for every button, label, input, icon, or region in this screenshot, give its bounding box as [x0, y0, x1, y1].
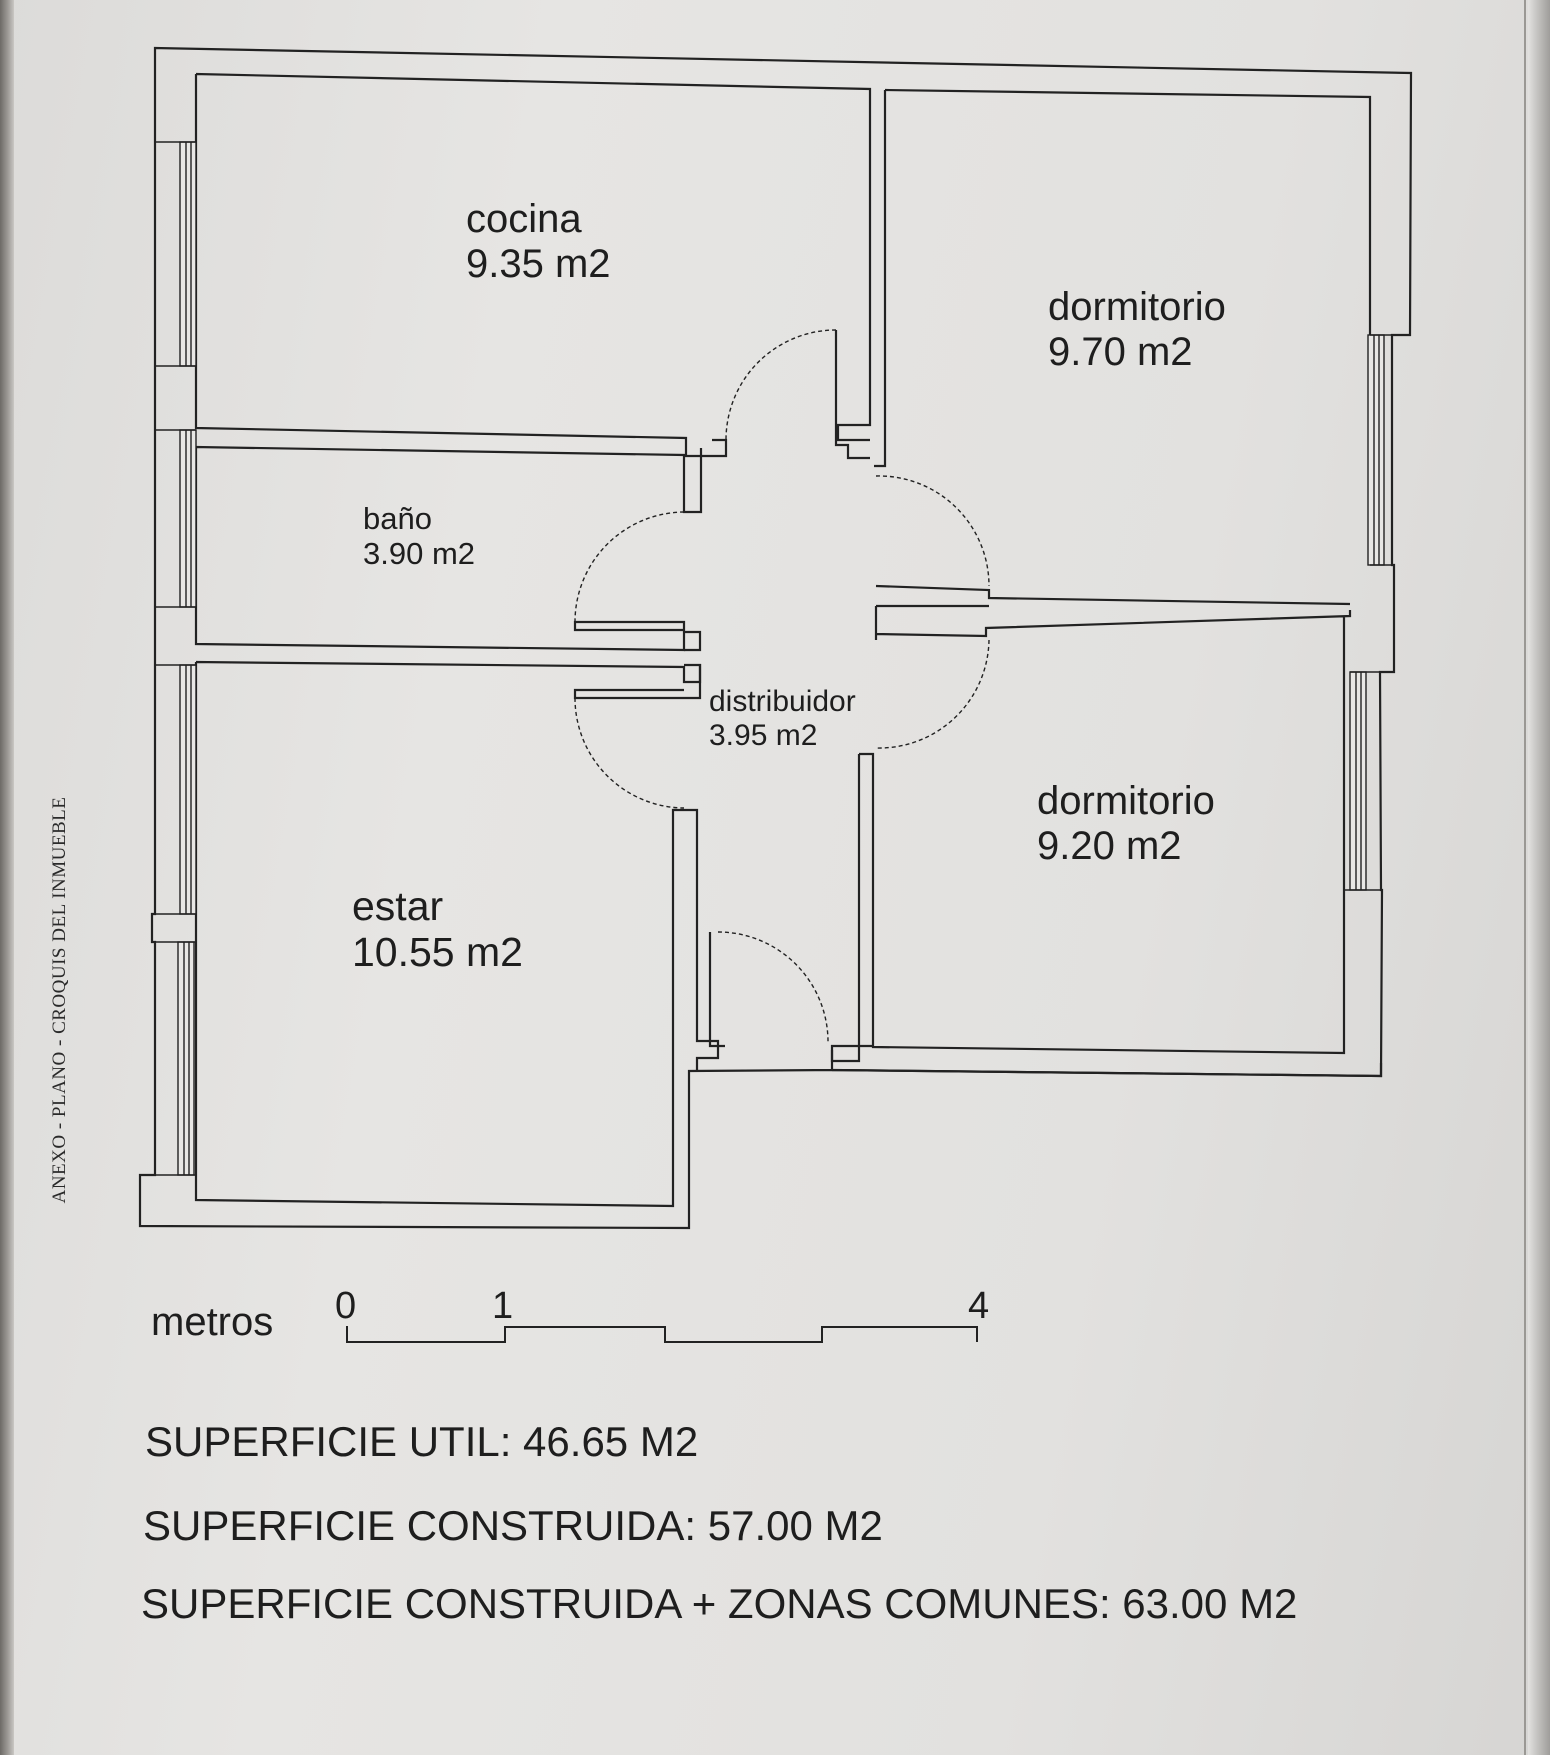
estar-walls	[194, 660, 720, 1208]
room-name: baño	[363, 501, 432, 536]
window-bano	[179, 429, 197, 608]
cocina-door-jamb	[834, 330, 870, 460]
estar-door-swing-upper	[574, 697, 685, 809]
room-label-dormitorio-2: dormitorio 9.20 m2	[1037, 779, 1215, 869]
room-label-distribuidor: distribuidor 3.95 m2	[709, 685, 856, 752]
room-name: distribuidor	[709, 685, 856, 718]
room-area: 9.70 m2	[1048, 329, 1193, 374]
bano-door-swing	[574, 511, 685, 623]
window-cocina	[179, 141, 197, 367]
summary-superficie-construida: SUPERFICIE CONSTRUIDA: 57.00 M2	[143, 1502, 883, 1549]
room-label-dormitorio-1: dormitorio 9.70 m2	[1048, 285, 1226, 375]
dormitorio-2-door-swing	[875, 639, 990, 749]
dormitorio-1-door-wall	[875, 584, 1351, 606]
scale-tick-0: 0	[335, 1285, 357, 1327]
room-name: dormitorio	[1048, 285, 1226, 329]
distribuidor-left-wall	[573, 630, 702, 700]
estar-door-jamb	[708, 932, 725, 1048]
room-name: cocina	[466, 197, 582, 241]
room-area: 3.90 m2	[363, 535, 476, 571]
dormitorio-2-door-jamb	[830, 754, 873, 1063]
window-dormitorio-2	[1349, 671, 1367, 891]
scale-tick-4: 4	[968, 1285, 990, 1327]
page-edge-line	[1524, 0, 1526, 1755]
window-estar-upper	[179, 664, 197, 915]
cocina-walls	[194, 72, 872, 458]
room-area: 10.55 m2	[352, 928, 523, 975]
summary-superficie-util: SUPERFICIE UTIL: 46.65 M2	[145, 1418, 699, 1465]
room-name: dormitorio	[1037, 779, 1215, 823]
scale-unit-label: metros	[151, 1300, 274, 1344]
cocina-door-swing	[725, 329, 837, 441]
estar-door-swing-lower	[717, 931, 829, 1045]
book-spine-shadow	[0, 0, 14, 1755]
window-estar-lower	[177, 941, 195, 1176]
left-windows	[152, 141, 197, 1176]
room-name: estar	[352, 883, 444, 929]
room-label-bano: baño 3.90 m2	[363, 501, 476, 571]
page-edge-shadow	[1528, 0, 1550, 1755]
summary-superficie-construida-comunes: SUPERFICIE CONSTRUIDA + ZONAS COMUNES: 6…	[141, 1580, 1298, 1627]
room-area: 3.95 m2	[709, 718, 818, 752]
right-windows	[1344, 334, 1410, 891]
window-dormitorio-1	[1367, 334, 1385, 566]
room-area: 9.20 m2	[1037, 823, 1182, 868]
scale-tick-1: 1	[492, 1285, 514, 1327]
scale-bar	[346, 1326, 978, 1343]
room-area: 9.35 m2	[466, 241, 611, 286]
door-swings	[574, 329, 990, 1045]
side-annex-label: ANEXO - PLANO - CROQUIS DEL INMUEBLE	[49, 796, 70, 1204]
dormitorio-2-walls	[859, 604, 1352, 1055]
dormitorio-2-lower-wall	[831, 1063, 1383, 1078]
room-label-estar: estar 10.55 m2	[352, 883, 523, 976]
room-label-cocina: cocina 9.35 m2	[466, 197, 611, 287]
dormitorio-1-door-swing	[875, 475, 990, 587]
